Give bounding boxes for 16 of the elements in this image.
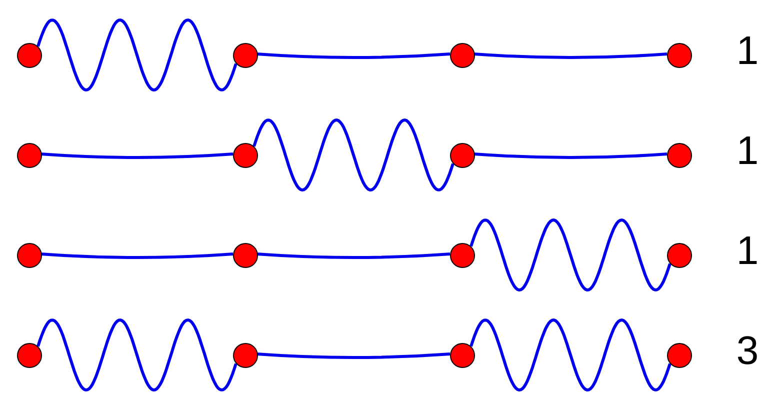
- line: [40, 152, 234, 159]
- line: [40, 252, 234, 259]
- count-label: 1: [735, 129, 760, 173]
- count-label: 1: [735, 229, 760, 273]
- wavy-line: [36, 18, 238, 92]
- line: [256, 252, 450, 259]
- line: [256, 52, 450, 59]
- wavy-line: [470, 218, 672, 292]
- wavy-line: [36, 318, 238, 392]
- line: [474, 152, 668, 159]
- wavy-line: [470, 318, 672, 392]
- line: [474, 52, 668, 59]
- count-label: 3: [735, 329, 760, 373]
- line: [256, 352, 450, 359]
- count-label: 1: [735, 29, 760, 73]
- wavy-line: [252, 118, 454, 192]
